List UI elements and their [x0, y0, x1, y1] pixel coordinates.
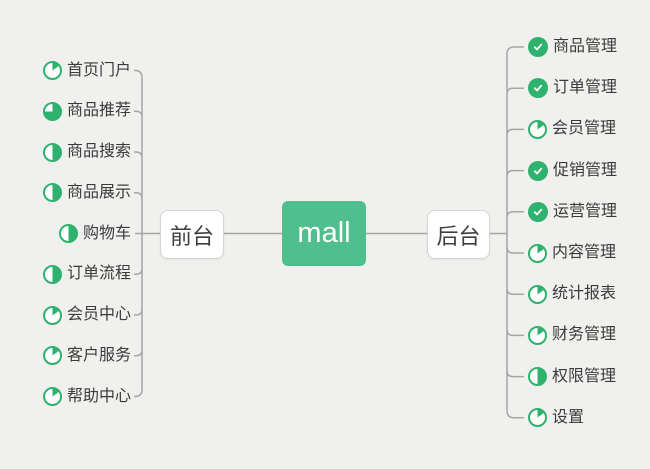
progress-pie-icon: [42, 101, 62, 121]
hub-label-backend: 后台: [436, 223, 481, 249]
progress-pie-icon: [42, 346, 62, 366]
check-icon: [528, 78, 548, 99]
progress-pie-icon: [42, 61, 62, 80]
mindmap-leaf-node[interactable]: 订单管理: [528, 77, 617, 99]
node-label: 商品搜索: [66, 143, 131, 160]
mindmap-leaf-node[interactable]: 设置: [528, 407, 584, 429]
mindmap-leaf-node[interactable]: 客户服务: [42, 345, 131, 367]
hub-node-backend[interactable]: 后台: [427, 210, 490, 259]
root-label: mall: [297, 217, 351, 249]
mindmap-leaf-node[interactable]: 帮助中心: [42, 386, 131, 408]
mindmap-leaf-node[interactable]: 统计报表: [528, 283, 616, 305]
node-label: 帮助中心: [66, 387, 131, 405]
mindmap-leaf-node[interactable]: 商品展示: [42, 182, 131, 204]
node-label: 商品推荐: [66, 102, 131, 120]
mindmap-leaf-node[interactable]: 商品管理: [528, 36, 617, 58]
mindmap-leaf-node[interactable]: 权限管理: [528, 366, 616, 388]
check-icon: [528, 37, 548, 57]
progress-pie-icon: [42, 387, 62, 406]
hub-node-frontend[interactable]: 前台: [160, 210, 224, 259]
progress-pie-icon: [42, 264, 62, 284]
progress-pie-icon: [42, 305, 62, 325]
progress-pie-icon: [58, 224, 78, 243]
node-label: 运营管理: [553, 202, 618, 220]
node-label: 会员中心: [66, 306, 131, 323]
check-icon: [528, 201, 548, 222]
mindmap-leaf-node[interactable]: 商品推荐: [42, 100, 131, 122]
progress-pie-icon: [528, 367, 547, 387]
mindmap-leaf-node[interactable]: 财务管理: [528, 324, 616, 346]
node-label: 订单管理: [553, 79, 618, 97]
node-label: 权限管理: [552, 367, 617, 385]
node-label: 商品管理: [553, 38, 618, 55]
mindmap-leaf-node[interactable]: 会员中心: [42, 304, 131, 326]
check-icon: [528, 160, 548, 181]
node-label: 财务管理: [552, 326, 617, 344]
root-node-mall[interactable]: mall: [282, 201, 366, 266]
node-label: 统计报表: [552, 285, 617, 303]
progress-pie-icon: [528, 408, 547, 428]
hub-label-frontend: 前台: [169, 223, 214, 249]
mindmap-leaf-node[interactable]: 内容管理: [528, 242, 616, 264]
mindmap-leaf-node[interactable]: 会员管理: [528, 118, 616, 140]
mindmap-leaf-node[interactable]: 促销管理: [528, 160, 617, 182]
node-label: 商品展示: [66, 183, 131, 201]
progress-pie-icon: [528, 284, 547, 304]
node-label: 促销管理: [553, 161, 618, 179]
node-label: 客户服务: [66, 346, 131, 364]
node-label: 订单流程: [66, 265, 131, 283]
progress-pie-icon: [528, 243, 547, 263]
node-label: 购物车: [82, 224, 131, 242]
progress-pie-icon: [42, 142, 62, 162]
mindmap-leaf-node[interactable]: 购物车: [58, 223, 131, 245]
mindmap-leaf-node[interactable]: 运营管理: [528, 201, 617, 223]
mindmap-leaf-node[interactable]: 订单流程: [42, 263, 131, 285]
node-label: 会员管理: [552, 120, 617, 138]
progress-pie-icon: [528, 325, 547, 345]
mindmap-leaf-node[interactable]: 首页门户: [42, 60, 131, 82]
mindmap-leaf-node[interactable]: 商品搜索: [42, 141, 131, 163]
node-label: 设置: [552, 408, 585, 426]
node-label: 内容管理: [552, 244, 617, 261]
node-label: 首页门户: [66, 61, 131, 79]
progress-pie-icon: [42, 183, 62, 203]
progress-pie-icon: [528, 119, 547, 139]
